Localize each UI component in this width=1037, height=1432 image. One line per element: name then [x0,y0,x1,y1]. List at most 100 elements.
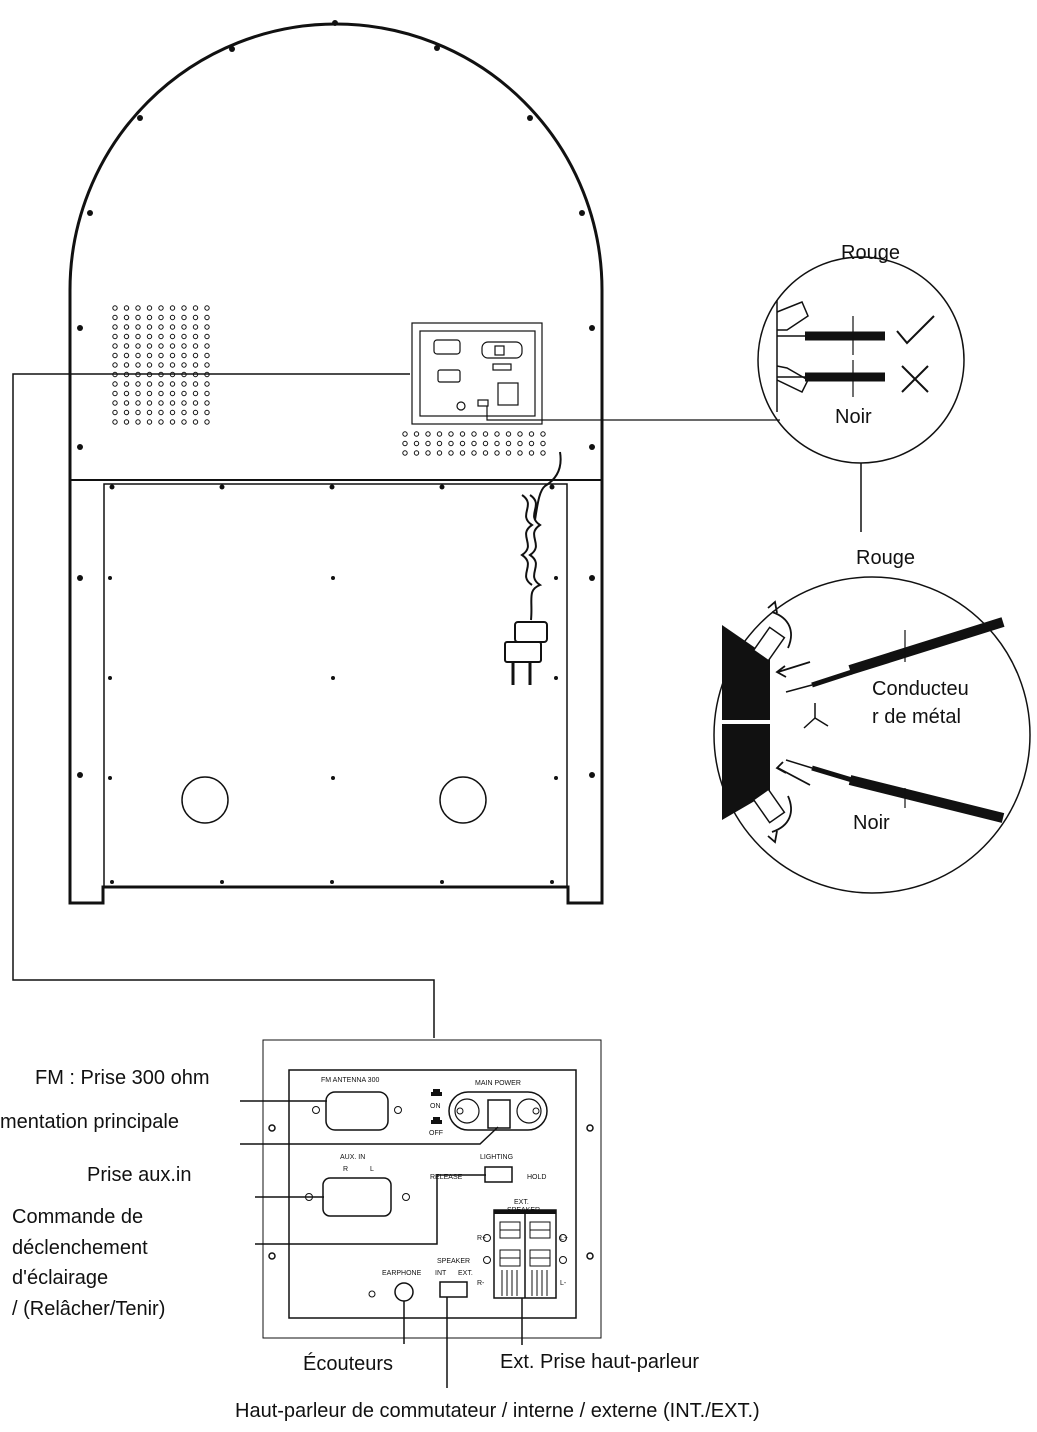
grille-hole [112,352,118,359]
grille-hole [158,314,164,321]
fm-antenna-label: FM ANTENNA 300 [321,1077,379,1084]
panel-printed-labels: FM ANTENNA 300 MAIN POWER ON OFF AUX. IN… [321,1077,568,1287]
grille-hole [123,400,130,406]
grille-hole [482,431,489,437]
release-label: RELEASE [430,1174,463,1181]
r-minus-label: R- [477,1280,485,1287]
grille-hole [192,400,199,406]
grille-hole [123,362,130,368]
speaker-label: SPEAKER [437,1258,470,1265]
grille-hole [146,333,153,340]
jukebox-cabinet [68,22,604,905]
grille-hole [146,324,153,330]
grille-hole [146,305,153,311]
grille-hole [413,450,420,456]
aux-l-label: L [370,1166,374,1173]
grille-hole [146,381,153,387]
grille-hole [112,409,118,416]
grille-hole [471,450,477,456]
cabinet-outline [68,22,604,905]
lighting-control-annotation-2: déclenchement [12,1237,148,1259]
grille-hole [135,324,141,330]
grille-hole [112,333,118,340]
grille-hole [158,362,164,368]
speaker-grille-bottom [402,431,546,456]
grille-hole [448,440,454,447]
grille-hole [192,343,199,349]
aux-in-annotation: Prise aux.in [87,1164,192,1186]
grille-hole [169,362,176,368]
grille-hole [135,305,141,311]
grille-hole [204,314,210,321]
ext-speaker-annotation: Ext. Prise haut-parleur [500,1351,699,1373]
grille-hole [204,400,210,406]
grille-hole [494,431,500,437]
grille-hole [135,390,141,397]
grille-hole [482,450,489,456]
mini-connector-panel [411,322,543,425]
grille-hole [181,305,187,311]
grille-hole [146,352,153,359]
grille-hole [192,381,199,387]
side-callout-conductor-label-2: r de métal [872,706,961,728]
grille-hole [135,381,141,387]
annotation-leaders [240,1100,523,1388]
grille-hole [169,305,176,311]
grille-hole [204,362,210,368]
grille-hole [169,343,176,349]
on-label: ON [430,1103,441,1110]
ext-label: EXT. [458,1270,473,1277]
grille-hole [204,409,210,416]
grille-hole [540,440,546,447]
grille-hole [204,381,210,387]
check-icon [896,315,935,345]
grille-hole [112,343,118,349]
grille-hole [528,440,535,447]
grille-hole [494,440,500,447]
grille-hole [123,390,130,397]
grille-hole [436,440,443,447]
grille-hole [192,324,199,330]
grille-hole [158,409,164,416]
grille-hole [181,362,187,368]
earphones-annotation: Écouteurs [303,1353,394,1375]
grille-hole [436,431,443,437]
top-callout-red-label: Rouge [841,242,900,264]
l-minus-label: L- [560,1280,567,1287]
grille-hole [425,431,431,437]
grille-hole [204,419,210,425]
grille-hole [146,419,153,425]
grille-hole [192,333,199,340]
grille-hole [192,419,199,425]
port-holes [181,776,487,824]
r-plus-label: R+ [477,1235,486,1242]
speaker-grille-left [112,305,210,425]
grille-hole [204,305,210,311]
power-cord [504,451,562,685]
grille-hole [459,450,466,456]
grille-hole [181,352,187,359]
grille-hole [123,381,130,387]
grille-hole [192,390,199,397]
grille-hole [146,314,153,321]
grille-hole [158,305,164,311]
grille-hole [505,440,512,447]
grille-hole [112,381,118,387]
grille-hole [146,400,153,406]
lighting-label: LIGHTING [480,1154,513,1161]
grille-hole [135,333,141,340]
side-callout-conductor-label-1: Conducteu [872,678,969,700]
grille-hole [123,409,130,416]
grille-hole [135,409,141,416]
grille-hole [123,314,130,321]
grille-hole [181,409,187,416]
fm-antenna-socket [325,1091,389,1131]
ext-speaker-label-1: EXT. [514,1199,529,1206]
main-power-switch-housing [448,1091,548,1131]
grille-hole [448,450,454,456]
ext-speaker-label-2: SPEAKER [507,1207,540,1214]
grille-hole [528,450,535,456]
grille-hole [471,440,477,447]
grille-hole [181,419,187,425]
grille-hole [169,333,176,340]
